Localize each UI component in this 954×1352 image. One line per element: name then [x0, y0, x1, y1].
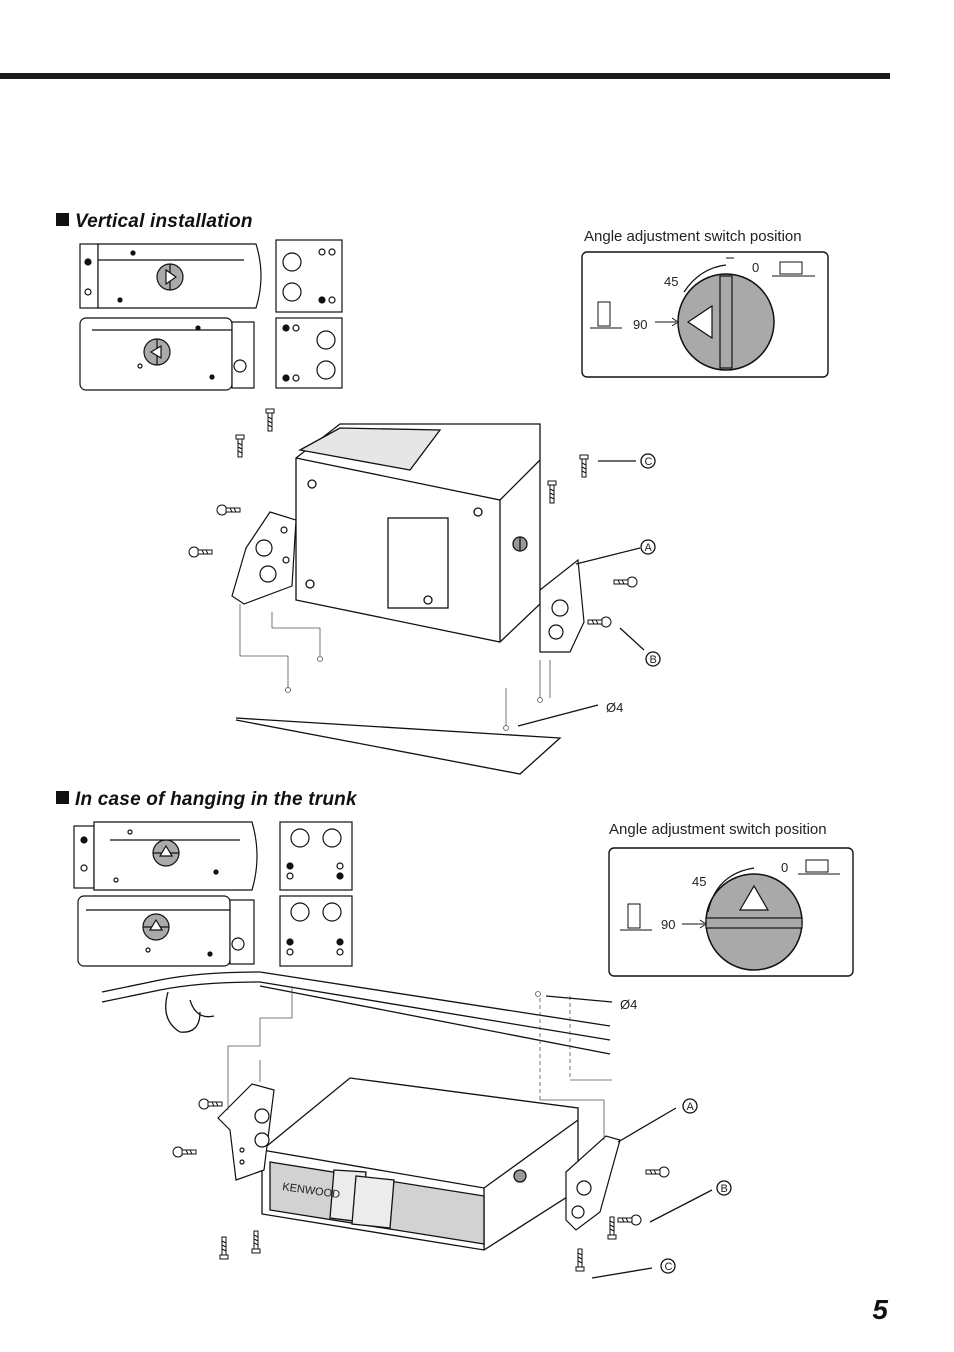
bolt-icon	[587, 616, 612, 628]
callout-a: A	[645, 542, 653, 554]
bolt-icon	[198, 1098, 223, 1110]
dial-label-45: 45	[664, 274, 678, 289]
bracket-view-top-trunk	[279, 821, 353, 891]
screw-icon	[235, 434, 245, 458]
bracket-view-bottom-trunk	[279, 895, 353, 967]
changer-vertical-assembly	[295, 423, 541, 643]
right-bracket-trunk	[565, 1135, 621, 1231]
right-bracket	[539, 558, 585, 653]
screw-icon	[547, 480, 557, 504]
unit-side-view-bottom-trunk	[77, 895, 255, 967]
bracket-view-top	[275, 239, 343, 313]
hole-diameter-label: Ø4	[606, 700, 623, 715]
dial-label-45: 45	[692, 874, 706, 889]
bolt-icon	[216, 504, 241, 516]
angle-dial-vertical: 0 45 90	[581, 251, 829, 378]
unit-side-view-top	[79, 243, 262, 309]
callout-a: A	[687, 1101, 695, 1113]
bracket-view-bottom	[275, 317, 343, 389]
callout-b: B	[721, 1183, 728, 1195]
floor-panel	[235, 717, 562, 775]
dial-label-90: 90	[633, 317, 647, 332]
screw-icon	[575, 1248, 585, 1272]
unit-side-view-bottom	[79, 317, 255, 391]
screw-icon	[607, 1216, 617, 1240]
dial-label-0: 0	[781, 860, 788, 875]
angle-dial-trunk: 0 45 90	[608, 847, 854, 977]
bolt-icon	[188, 546, 213, 558]
callout-c: C	[665, 1261, 673, 1273]
callouts-trunk	[545, 995, 732, 1279]
left-bracket	[231, 511, 297, 605]
screw-icon	[265, 408, 275, 432]
callout-c: C	[645, 456, 653, 468]
screw-icon	[219, 1236, 229, 1260]
bolt-icon	[613, 576, 638, 588]
square-bullet-icon	[56, 791, 69, 804]
dimension-lines-vertical	[239, 604, 551, 731]
section-title-vertical: Vertical installation	[56, 211, 253, 233]
bolt-icon	[645, 1166, 670, 1178]
screw-icon	[579, 454, 589, 478]
screw-icon	[251, 1230, 261, 1254]
switch-caption-vertical: Angle adjustment switch position	[584, 228, 802, 245]
callouts-vertical	[517, 453, 661, 727]
page-number: 5	[872, 1294, 888, 1325]
dial-label-0: 0	[752, 260, 759, 275]
square-bullet-icon	[56, 213, 69, 226]
left-bracket-trunk	[217, 1083, 275, 1181]
bolt-icon	[617, 1214, 642, 1226]
bolt-icon	[172, 1146, 197, 1158]
unit-side-view-top-trunk	[73, 821, 258, 891]
dimension-lines-trunk	[227, 986, 612, 1140]
hole-diameter-label: Ø4	[620, 997, 637, 1012]
trunk-shelf	[101, 971, 611, 1055]
changer-trunk-assembly	[261, 1077, 579, 1251]
callout-b: B	[650, 654, 657, 666]
header-rule	[0, 73, 890, 79]
section-title-trunk: In case of hanging in the trunk	[56, 789, 357, 811]
dial-label-90: 90	[661, 917, 675, 932]
switch-caption-trunk: Angle adjustment switch position	[609, 821, 827, 838]
